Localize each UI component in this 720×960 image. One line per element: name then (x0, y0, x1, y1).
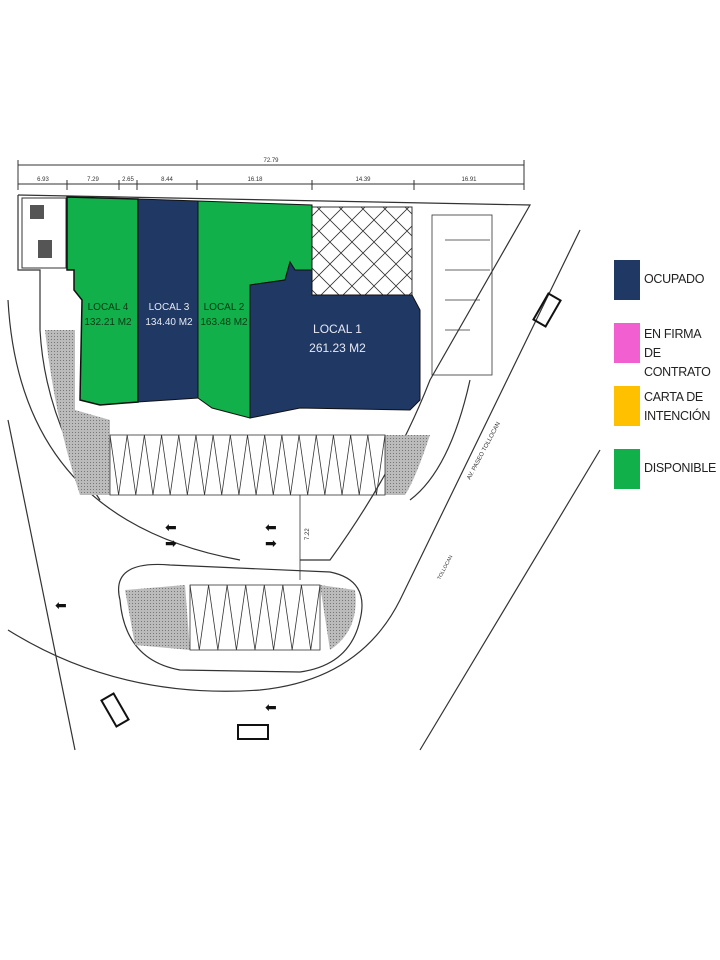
legend-swatch (614, 260, 640, 300)
svg-text:⬅: ⬅ (265, 700, 277, 716)
island-area (320, 585, 356, 650)
svg-text:⬅: ⬅ (55, 598, 67, 614)
street-sign: TOLLOCAN (436, 554, 454, 581)
local-1-label: LOCAL 1 261.23 M2 (290, 320, 385, 358)
parking-stall (333, 434, 352, 496)
legend-item-ocupado: OCUPADO (614, 260, 720, 323)
traffic-arrows: ⬅➡ ⬅➡ ⬅⬅ (55, 520, 277, 716)
parking-stall (298, 434, 317, 496)
svg-text:⬅: ⬅ (265, 520, 277, 536)
car-icon (237, 724, 269, 740)
parking-stall (189, 584, 209, 651)
parking-stall (301, 584, 321, 651)
local-area: 132.21 M2 (84, 317, 132, 328)
dim-seg: 7.29 (87, 177, 99, 183)
parking-stall (195, 434, 214, 496)
local-2-label: LOCAL 2 163.48 M2 (198, 300, 250, 330)
dim-seg: 16.18 (247, 177, 263, 183)
equipment-icon (30, 205, 44, 219)
parking-stall (126, 434, 145, 496)
car-icon (100, 692, 130, 728)
car-icon (532, 292, 562, 328)
local-4-label: LOCAL 4 132.21 M2 (80, 300, 136, 330)
parking-stall (367, 434, 386, 496)
dim-total: 72.79 (263, 158, 279, 164)
stairs (431, 214, 493, 376)
dim-seg: 6.93 (37, 177, 49, 183)
site-outline (7, 194, 601, 751)
parking-row (189, 584, 321, 651)
parking-stall (282, 584, 302, 651)
legend-label: OCUPADO (644, 272, 705, 286)
local-name: LOCAL 1 (313, 322, 362, 336)
parking-stall (264, 434, 283, 496)
local-area: 261.23 M2 (309, 341, 366, 355)
svg-text:➡: ➡ (165, 536, 177, 552)
dim-seg: 2.65 (122, 177, 134, 183)
service-room (21, 197, 67, 269)
local-name: LOCAL 3 (148, 302, 190, 313)
legend-label: DISPONIBLE (644, 461, 717, 475)
local-name: LOCAL 2 (203, 302, 245, 313)
parking-stall (161, 434, 180, 496)
parking-stall (226, 584, 247, 651)
legend-swatch (614, 323, 640, 363)
local-3-label: LOCAL 3 134.40 M2 (140, 300, 198, 330)
dim-seg: 16.91 (461, 177, 477, 183)
parking-stall (229, 434, 248, 496)
local-1[interactable] (249, 260, 421, 419)
hatched-area (311, 206, 413, 296)
parking-stall (109, 434, 128, 496)
parking-stall (212, 434, 231, 496)
svg-text:➡: ➡ (265, 536, 277, 552)
parking-stall (247, 434, 266, 496)
svg-text:⬅: ⬅ (165, 520, 177, 536)
island-area (125, 585, 190, 650)
parking-stall (350, 434, 369, 496)
legend-swatch (614, 386, 640, 426)
parking-stall (178, 434, 197, 496)
local-name: LOCAL 4 (87, 302, 129, 313)
ramp-area (45, 330, 110, 495)
legend-item-disponible: DISPONIBLE (614, 449, 720, 512)
local-area: 163.48 M2 (200, 317, 248, 328)
equipment-icon (38, 240, 52, 258)
dimension-lines (17, 160, 525, 190)
parking-stall (263, 584, 284, 651)
parking-row (109, 434, 386, 496)
legend-swatch (614, 449, 640, 489)
parking-stall (245, 584, 265, 651)
parking-stall (315, 434, 334, 496)
dim-vertical: 7.22 (305, 528, 311, 540)
dim-seg: 14.39 (355, 177, 371, 183)
local-area: 134.40 M2 (145, 317, 193, 328)
parking-stall (208, 584, 228, 651)
parking-stall (143, 434, 162, 496)
dim-seg: 8.44 (161, 177, 173, 183)
ramp-area (385, 435, 430, 495)
parking-stall (281, 434, 300, 496)
